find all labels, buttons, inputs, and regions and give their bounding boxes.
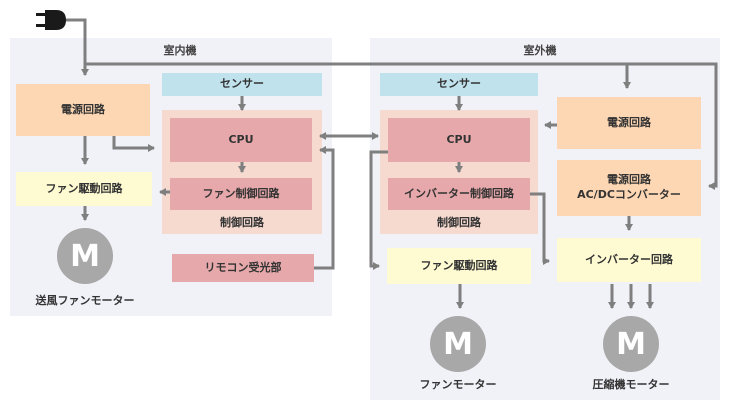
indoor-fan-drive-circuit: ファン駆動回路 bbox=[16, 172, 152, 206]
outdoor-unit-title: 室外機 bbox=[523, 44, 557, 57]
outdoor-cpu: CPU bbox=[388, 118, 530, 162]
indoor-cpu: CPU bbox=[170, 118, 312, 162]
remote-receiver: リモコン受光部 bbox=[172, 254, 314, 282]
compressor-motor-icon: M bbox=[603, 316, 659, 372]
indoor-unit-title: 室内機 bbox=[163, 44, 197, 57]
converter-line-2: AC/DCコンバーター bbox=[577, 188, 681, 201]
outdoor-fan-motor-label: ファンモーター bbox=[419, 378, 497, 391]
outdoor-power-circuit: 電源回路 bbox=[557, 97, 701, 149]
power-to-control-wire bbox=[112, 136, 155, 152]
inverter-circuit: インバーター回路 bbox=[557, 238, 701, 282]
indoor-fan-control-circuit: ファン制御回路 bbox=[170, 178, 312, 210]
converter-line-1: 電源回路 bbox=[607, 173, 651, 187]
outdoor-fan-drive-circuit: ファン駆動回路 bbox=[387, 248, 531, 284]
outdoor-control-circuit-label: 制御回路 bbox=[437, 216, 481, 229]
inverter-control-circuit: インバーター制御回路 bbox=[388, 178, 530, 210]
indoor-power-circuit: 電源回路 bbox=[16, 84, 150, 136]
indoor-fan-motor-label: 送風ファンモーター bbox=[35, 294, 135, 307]
inverter-control-to-inverter-wire bbox=[530, 192, 550, 265]
indoor-control-circuit-label: 制御回路 bbox=[220, 216, 264, 229]
mains-to-converter-wire bbox=[85, 62, 718, 190]
ac-dc-converter: 電源回路 AC/DCコンバーター bbox=[557, 160, 701, 216]
indoor-sensor: センサー bbox=[162, 73, 322, 96]
power-plug-icon bbox=[36, 10, 66, 30]
outdoor-fan-motor-icon: M bbox=[430, 316, 486, 372]
cpu-to-fan-drive-wire bbox=[369, 150, 388, 270]
remote-to-cpu-wire bbox=[314, 146, 335, 270]
mains-to-indoor-power-wire bbox=[62, 18, 89, 76]
indoor-fan-motor-icon: M bbox=[57, 228, 113, 284]
compressor-motor-label: 圧縮機モーター bbox=[592, 378, 670, 391]
outdoor-sensor: センサー bbox=[380, 73, 538, 96]
